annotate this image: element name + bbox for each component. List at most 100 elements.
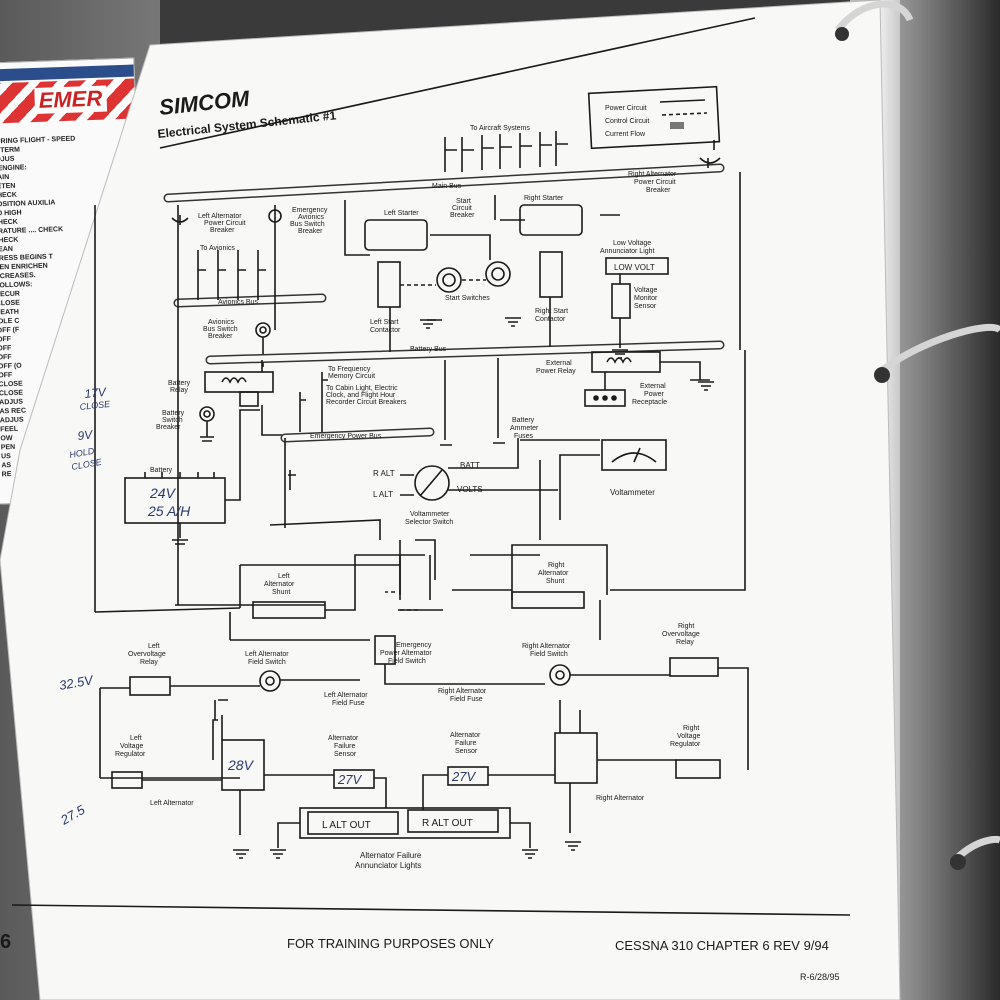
label-emerg-avionics-3: Bus Switch — [290, 221, 325, 228]
label-voltammeter-selector-1: Voltammeter — [410, 511, 450, 518]
left-starter — [364, 219, 428, 251]
handwritten-9v: 9V — [77, 427, 94, 443]
label-alt-failure-sensor-right-2: Failure — [455, 740, 477, 747]
right-voltage-regulator — [675, 759, 721, 779]
label-volts: VOLTS — [457, 485, 483, 494]
handwritten-28v: 28V — [227, 757, 255, 773]
label-left-alt-breaker-2: Power Circuit — [204, 220, 246, 227]
voltammeter-selector — [414, 465, 450, 501]
label-start-cb-2: Circuit — [452, 205, 472, 212]
voltammeter — [601, 439, 667, 471]
label-batt: BATT — [460, 461, 480, 470]
label-emerg-power-field-switch-1: Emergency — [396, 642, 432, 649]
label-alt-failure-sensor-left-3: Sensor — [334, 751, 357, 758]
legend-box — [587, 85, 721, 150]
paper-sheet — [0, 0, 901, 1000]
label-to-aircraft-systems: To Aircraft Systems — [470, 125, 530, 132]
label-voltage-monitor-2: Monitor — [634, 295, 658, 302]
label-left-starter: Left Starter — [384, 210, 419, 217]
label-emerg-avionics-1: Emergency — [292, 207, 328, 214]
label-cabin-light-1: To Cabin Light, Electric — [326, 385, 398, 392]
label-left-start-contactor-1: Left Start — [370, 319, 398, 326]
footer-rule — [11, 904, 851, 916]
battery-relay — [204, 371, 274, 393]
label-external-power-relay-2: Power Relay — [536, 368, 576, 375]
footer-chapter: CESSNA 310 CHAPTER 6 REV 9/94 — [615, 938, 829, 953]
label-voltammeter: Voltammeter — [610, 488, 655, 497]
label-left-alt-field-switch-1: Left Alternator — [245, 651, 289, 658]
label-left-voltage-regulator-1: Left — [130, 735, 142, 742]
left-alternator — [221, 739, 265, 791]
label-l-alt: L ALT — [373, 490, 393, 499]
label-emergency-power-bus: Emergency Power Bus — [310, 433, 382, 440]
label-right-alt-breaker-1: Right Alternator — [628, 171, 677, 178]
ground-symbols — [233, 317, 714, 859]
handwritten-32-5v: 32.5V — [58, 672, 95, 693]
label-left-alt-field-fuse-2: Field Fuse — [332, 700, 365, 707]
l-alt-out-light — [307, 811, 399, 835]
label-left-alt-field-fuse-1: Left Alternator — [324, 692, 368, 699]
label-alt-failure-sensor-right-1: Alternator — [450, 732, 481, 739]
label-right-alt-field-switch-2: Field Switch — [530, 651, 568, 658]
r-alt-out-light — [407, 809, 499, 833]
label-battery: Battery — [150, 467, 173, 474]
label-right-start-contactor-1: Right Start — [535, 308, 568, 315]
label-to-avionics: To Avionics — [200, 245, 235, 252]
label-left-alt-shunt-1: Left — [278, 573, 290, 580]
label-alt-failure-sensor-left-2: Failure — [334, 743, 356, 750]
label-left-alt-field-switch-2: Field Switch — [248, 659, 286, 666]
label-right-alt-breaker-3: Breaker — [646, 187, 671, 194]
label-cabin-light-2: Clock, and Flight Hour — [326, 392, 396, 399]
label-left-ov-relay-1: Left — [148, 643, 160, 650]
low-volt-box — [605, 257, 669, 275]
label-emerg-avionics-4: Breaker — [298, 228, 323, 235]
label-left-voltage-regulator-3: Regulator — [115, 751, 146, 758]
label-start-switches: Start Switches — [445, 295, 490, 302]
label-avionics-bus: Avionics Bus — [218, 299, 258, 306]
label-left-ov-relay-3: Relay — [140, 659, 158, 666]
legend-power-label: Power Circuit — [605, 105, 647, 112]
label-freq-memory-1: To Frequency — [328, 366, 371, 373]
label-battery-switch-breaker-2: Switch — [162, 417, 183, 424]
label-alt-failure-sensor-left-1: Alternator — [328, 735, 359, 742]
label-right-alt-breaker-2: Power Circuit — [634, 179, 676, 186]
handwritten-27v-left: 27V — [337, 772, 362, 787]
aircraft-system-breakers — [444, 131, 568, 172]
label-battery-switch-breaker-3: Breaker — [156, 424, 181, 431]
label-left-alternator: Left Alternator — [150, 800, 194, 807]
label-alt-failure-sensor-right-3: Sensor — [455, 748, 478, 755]
label-right-starter: Right Starter — [524, 195, 564, 202]
handwritten-hold: HOLD — [69, 446, 96, 460]
legend-control-line — [661, 112, 708, 116]
label-left-alt-breaker-1: Left Alternator — [198, 213, 242, 220]
label-left-alt-shunt-2: Alternator — [264, 581, 295, 588]
label-low-volt: LOW VOLT — [614, 263, 655, 272]
label-external-power-receptacle-1: External — [640, 383, 666, 390]
label-main-bus: Main Bus — [432, 183, 462, 190]
footer-revision: R-6/28/95 — [800, 972, 840, 982]
label-annunciator-lights-1: Alternator Failure — [360, 851, 422, 860]
handwritten-close-1: CLOSE — [79, 399, 111, 412]
footer-page-number: 6 — [0, 931, 11, 953]
handwritten-25ah: 25 A/H — [147, 503, 191, 519]
label-left-alt-breaker-3: Breaker — [210, 227, 235, 234]
label-right-ov-relay-2: Overvoltage — [662, 631, 700, 638]
legend-flow-label: Current Flow — [605, 131, 646, 138]
label-external-power-relay-1: External — [546, 360, 572, 367]
label-right-voltage-regulator-1: Right — [683, 725, 699, 732]
handwritten-27v-right: 27V — [451, 769, 476, 784]
label-annunciator-lights-2: Annunciator Lights — [355, 861, 421, 870]
label-voltage-monitor-3: Sensor — [634, 303, 657, 310]
label-cabin-light-3: Recorder Circuit Breakers — [326, 399, 407, 406]
alt-failure-sensor-right — [447, 766, 489, 786]
legend-flow-swatch — [670, 122, 684, 129]
label-battery-bus: Battery Bus — [410, 346, 447, 353]
label-freq-memory-2: Memory Circuit — [328, 373, 375, 380]
label-right-voltage-regulator-2: Voltage — [677, 733, 700, 740]
label-emerg-avionics-2: Avionics — [298, 214, 324, 221]
label-left-start-contactor-2: Contactor — [370, 327, 401, 334]
label-right-alt-shunt-1: Right — [548, 562, 564, 569]
label-right-alt-shunt-2: Alternator — [538, 570, 569, 577]
label-right-alt-field-fuse-2: Field Fuse — [450, 696, 483, 703]
